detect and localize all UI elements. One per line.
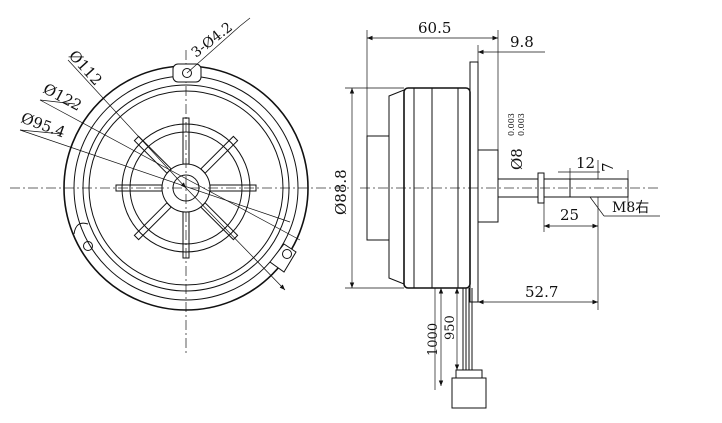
mounting-tab-left [73, 222, 93, 251]
mounting-flange [469, 61, 479, 303]
label-shaft-length: 25 [560, 206, 579, 224]
label-hole-spec: 3-Ø4.2 [189, 19, 236, 61]
label-dia-122: Ø122 [40, 80, 85, 115]
rear-housing [388, 89, 405, 285]
rotor-hub-inner [129, 131, 243, 245]
label-body-diameter: Ø88.8 [332, 169, 350, 215]
label-shaft-flat: 7 [599, 162, 617, 172]
rotor-hub-outer [121, 123, 251, 253]
label-lead-length-inner: 950 [443, 315, 458, 340]
leader-hole [186, 25, 241, 74]
leader-dia-112 [67, 59, 187, 189]
lead-wires [451, 288, 487, 409]
label-thread-spec: M8右 [612, 200, 649, 216]
label-overall-length: 60.5 [418, 19, 451, 37]
leader-thread [589, 196, 605, 217]
shaft-threaded-end [543, 178, 629, 198]
label-mount-to-shaft-end: 52.7 [525, 283, 558, 301]
label-dia-112: Ø112 [65, 47, 106, 89]
label-lead-length-outer: 1000 [426, 323, 441, 356]
leader-dia-95-4 [19, 129, 291, 223]
label-flange-offset: 9.8 [510, 33, 534, 51]
label-shaft-step: 12 [576, 154, 595, 172]
flange-ring-circle [82, 84, 290, 292]
label-dia-95-4: Ø95.4 [19, 109, 68, 142]
mounting-tab-right [269, 243, 297, 273]
side-view: 60.5 9.8 Ø88.8 Ø8 0.003 0.003 12 7 25 M8… [332, 19, 660, 409]
label-shaft-diameter: Ø8 [508, 148, 526, 170]
leader-dia-122 [39, 99, 301, 241]
shaft-boss-inner [172, 174, 200, 202]
wire-connector [451, 377, 487, 409]
circle-95-4 [88, 90, 284, 286]
rotor-spokes [115, 117, 257, 259]
front-view: 3-Ø4.2 Ø112 Ø122 Ø95.4 [10, 17, 350, 355]
front-bearing-boss [477, 149, 499, 223]
label-shaft-tol-upper: 0.003 [507, 113, 516, 136]
label-shaft-tol-lower: 0.003 [517, 113, 526, 136]
